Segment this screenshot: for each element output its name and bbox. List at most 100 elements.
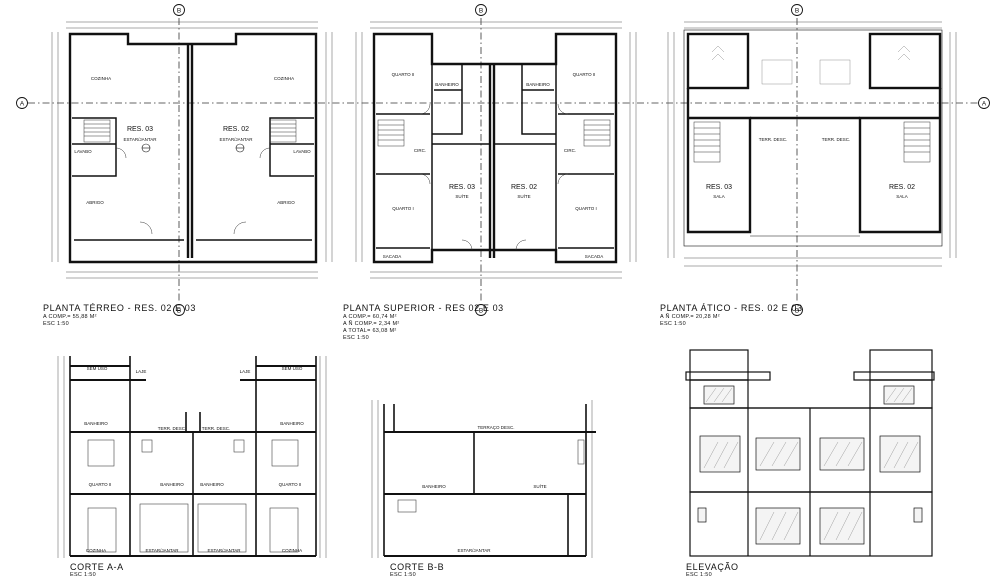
attic-plan: RES. 03 SALA TERR. DESC. TERR. DESC. RES… — [667, 21, 957, 267]
stairs — [83, 119, 297, 143]
axis-b-marker-top-1: B — [173, 4, 185, 16]
upper-floor-plan: QUARTO II BANHEIRO CIRC. QUARTO I RES. 0… — [355, 21, 637, 279]
room-label: QUARTO I — [392, 206, 414, 211]
axis-a-label: A — [982, 101, 987, 108]
section-a-a-title: CORTE A-A — [70, 562, 124, 572]
room-label: BANHEIRO — [526, 82, 550, 87]
scale-note: ESC 1:50 — [343, 335, 369, 341]
door-swings — [115, 147, 271, 235]
section-label: TERRAÇO DESC. — [477, 425, 514, 430]
section-label: ESTAR/JANTAR — [207, 548, 241, 553]
unit-label-res-02: RES. 02 — [511, 184, 537, 191]
room-label: ABRIGO — [86, 200, 104, 205]
axis-b-marker-bottom-3: B — [791, 304, 803, 316]
room-label: QUARTO I — [575, 206, 597, 211]
section-label: LAJE — [240, 369, 251, 374]
area-note: A TOTAL= 63,08 M² — [343, 328, 397, 334]
stairs — [377, 119, 611, 147]
unit-label-res-03: RES. 03 — [706, 184, 732, 191]
axis-b-marker-top-2: B — [475, 4, 487, 16]
section-label: TERR. DESC. — [202, 426, 231, 431]
room-label: SALA — [896, 194, 908, 199]
room-label: BANHEIRO — [435, 82, 459, 87]
room-label: COZINHA — [91, 76, 111, 81]
upper-plan-title: PLANTA SUPERIOR - RES 02 E 03 — [343, 303, 504, 313]
axis-b-label: B — [479, 308, 483, 315]
section-walls — [69, 356, 317, 556]
walls — [68, 32, 318, 264]
attic-plan-title: PLANTA ÁTICO - RES. 02 E 03 — [660, 303, 803, 313]
attic-plan-notes: A Ñ COMP.= 20,28 M² ESC 1:50 — [660, 314, 720, 328]
section-label: COZINHA — [86, 548, 106, 553]
section-a-a-scale: ESC 1:50 — [70, 572, 96, 578]
section-label: ESTAR/JANTAR — [457, 548, 491, 553]
room-label: COZINHA — [274, 76, 294, 81]
interior-walls — [376, 64, 614, 250]
section-walls — [383, 404, 587, 556]
ground-floor-plan: COZINHA RES. 03 ESTAR/JANTAR LAVABO ABRI… — [51, 21, 333, 279]
axis-a-marker-right: A — [978, 97, 990, 109]
section-label: COZINHA — [282, 548, 302, 553]
room-label: CIRC. — [414, 148, 426, 153]
elevation-title: ELEVAÇÃO — [686, 562, 739, 572]
section-b-b-title: CORTE B-B — [390, 562, 445, 572]
axis-b-label: B — [177, 308, 181, 315]
room-label: CIRC. — [564, 148, 576, 153]
axis-b-marker-top-3: B — [791, 4, 803, 16]
section-label: TERR. DESC. — [158, 426, 187, 431]
section-label: BANHEIRO — [200, 482, 224, 487]
unit-label-res-02: RES. 02 — [889, 184, 915, 191]
axis-a-label: A — [20, 101, 25, 108]
axis-a-marker-left: A — [16, 97, 28, 109]
room-label: TERR. DESC. — [822, 137, 851, 142]
slabs — [384, 431, 596, 557]
interior-walls — [72, 117, 314, 241]
parapet-outline — [683, 29, 943, 247]
dimension-lines — [371, 400, 593, 558]
room-label: SUÍTE — [517, 193, 530, 199]
openings — [397, 439, 585, 513]
room-label: SACADA — [585, 254, 604, 259]
area-note: A Ñ COMP.= 20,28 M² — [660, 314, 720, 320]
ground-plan-title: PLANTA TÉRREO - RES. 02 E 03 — [43, 303, 197, 313]
section-label: BANHEIRO — [84, 421, 108, 426]
section-label: SEM USO — [87, 366, 108, 371]
section-label: BANHEIRO — [160, 482, 184, 487]
section-label: SEM USO — [282, 366, 303, 371]
level-marks — [141, 143, 245, 153]
axis-lines — [28, 18, 978, 303]
room-label: QUARTO II — [573, 72, 596, 77]
area-note: A COMP.= 60,74 M² — [343, 314, 397, 320]
walls — [372, 32, 618, 264]
door-swings — [419, 103, 569, 251]
room-label: SALA — [713, 194, 725, 199]
ground-plan-notes: A COMP.= 55,88 M² ESC 1:50 — [43, 314, 97, 328]
section-label: QUARTO II — [279, 482, 302, 487]
walls — [686, 32, 942, 234]
room-label: ESTAR/JANTAR — [123, 137, 157, 142]
dimension-lines — [667, 21, 957, 267]
scale-note: ESC 1:50 — [660, 321, 686, 327]
area-note: A Ñ COMP.= 2,34 M² — [343, 321, 400, 327]
area-note: A COMP.= 55,88 M² — [43, 314, 97, 320]
unit-label-res-02: RES. 02 — [223, 126, 249, 133]
dimension-lines — [355, 21, 637, 279]
section-b-b: TERRAÇO DESC. BANHEIRO SUÍTE ESTAR/JANTA… — [371, 400, 596, 558]
room-label: TERR. DESC. — [759, 137, 788, 142]
elevation-windows — [697, 385, 923, 545]
room-label: ESTAR/JANTAR — [219, 137, 253, 142]
room-label: ABRIGO — [277, 200, 295, 205]
unit-label-res-03: RES. 03 — [449, 184, 475, 191]
stairs — [693, 121, 931, 163]
section-label: BANHEIRO — [422, 484, 446, 489]
section-label: LAJE — [136, 369, 147, 374]
unit-label-res-03: RES. 03 — [127, 126, 153, 133]
section-label: ESTAR/JANTAR — [145, 548, 179, 553]
room-label: QUARTO II — [392, 72, 415, 77]
glass-hatch — [703, 387, 919, 541]
section-a-a: SEM USO LAJE LAJE SEM USO BANHEIRO TERR.… — [57, 356, 327, 558]
axis-b-marker-bottom-1: B — [173, 304, 185, 316]
dimension-lines — [51, 21, 333, 279]
axis-b-label: B — [479, 8, 483, 15]
